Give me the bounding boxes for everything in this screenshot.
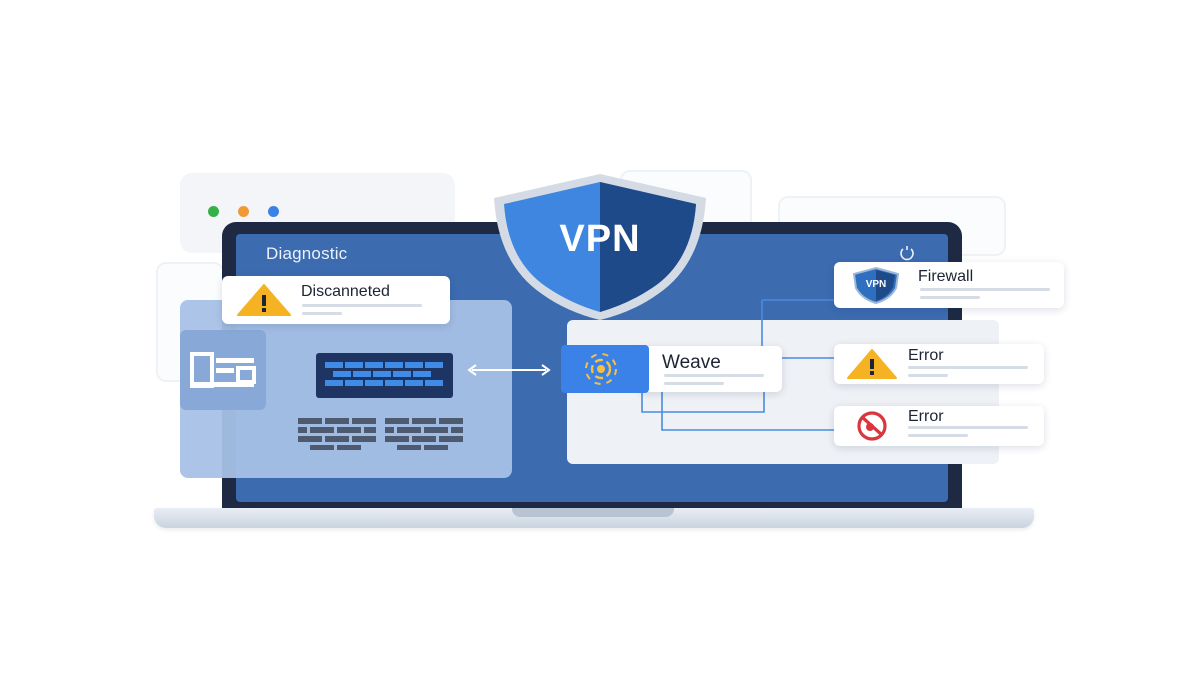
- weave-card-detail-line: [664, 382, 724, 385]
- laptop-notch: [512, 508, 674, 517]
- weave-card-title: Weave: [662, 352, 721, 373]
- error-blocked-card-detail-line: [908, 434, 968, 437]
- vpn-shield-icon: [494, 174, 706, 320]
- brick-wall-icon: [298, 418, 376, 450]
- error-warning-card-detail-line: [908, 374, 948, 377]
- window-list-icon: [190, 352, 256, 388]
- browser-dot-blue: [268, 206, 279, 217]
- firewall-card-title: Firewall: [918, 268, 974, 285]
- error-warning-card-title: Error: [908, 347, 944, 364]
- error-warning-card-detail-line: [908, 366, 1028, 369]
- laptop-base: [154, 508, 1034, 528]
- blocked-icon: [857, 411, 887, 441]
- firewall-card-detail-line: [920, 288, 1050, 291]
- warning-icon: [237, 284, 291, 316]
- radio-signal-icon: [585, 353, 617, 385]
- vpn-shield-label: VPN: [559, 218, 641, 260]
- disconnected-card-detail-line: [302, 304, 422, 307]
- browser-dot-green: [208, 206, 219, 217]
- warning-icon: [847, 349, 897, 379]
- screen-title: Diagnostic: [266, 244, 348, 263]
- disconnected-card-title: Discanneted: [301, 283, 390, 300]
- browser-dot-orange: [238, 206, 249, 217]
- shield-icon: [852, 266, 900, 304]
- firewall-shield-badge: VPN: [865, 279, 887, 290]
- refresh-icon[interactable]: [898, 244, 916, 262]
- firewall-card-detail-line: [920, 296, 980, 299]
- weave-card-detail-line: [664, 374, 764, 377]
- bidirectional-arrow-icon: [467, 364, 551, 376]
- brick-wall-icon: [385, 418, 463, 450]
- server-grid-icon: [325, 362, 443, 386]
- disconnected-card-detail-line: [302, 312, 342, 315]
- error-blocked-card-title: Error: [908, 408, 944, 425]
- error-blocked-card-detail-line: [908, 426, 1028, 429]
